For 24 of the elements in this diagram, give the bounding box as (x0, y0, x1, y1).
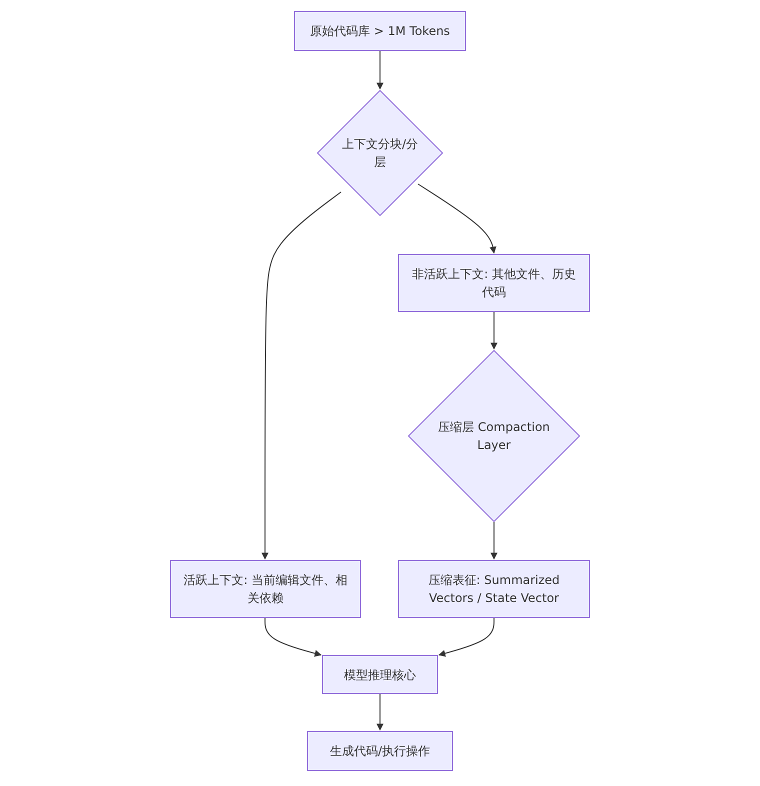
arrow (376, 50, 384, 90)
node-text: 非活跃上下文: 其他文件、历史代码 (411, 266, 577, 301)
node-text: 模型推理核心 (344, 666, 416, 684)
process-box (307, 731, 453, 771)
process-box (322, 655, 438, 694)
arrow (418, 184, 496, 254)
process-box (170, 560, 361, 618)
arrow (490, 312, 498, 350)
decision-diamond (408, 350, 580, 522)
arrow (490, 522, 498, 560)
arrow (438, 618, 494, 657)
node-text: 活跃上下文: 当前编辑文件、相关依赖 (182, 572, 348, 607)
decision-diamond (317, 90, 443, 216)
node-text: 上下文分块/分层 (340, 136, 420, 171)
arrow (262, 192, 342, 560)
arrow (264, 618, 322, 657)
arrow (376, 694, 384, 731)
process-box (398, 560, 590, 618)
node-text: 原始代码库 > 1M Tokens (310, 23, 450, 40)
process-box (294, 11, 466, 51)
node-text: 压缩层 Compaction Layer (437, 419, 551, 454)
process-box (398, 254, 590, 312)
node-text: 压缩表征: Summarized Vectors / State Vector (427, 572, 561, 607)
node-text: 生成代码/执行操作 (330, 743, 430, 760)
